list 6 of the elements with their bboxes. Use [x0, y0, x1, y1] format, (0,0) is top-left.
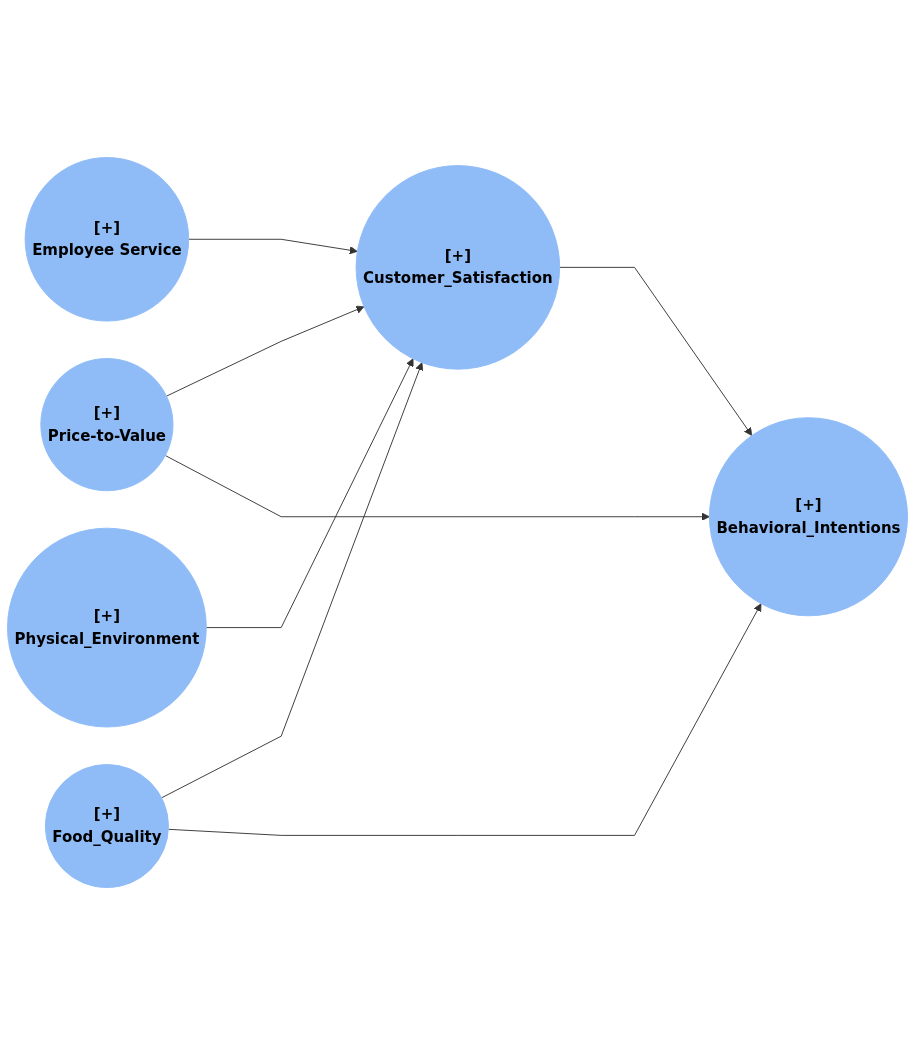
- node-circle: [+] Physical_Environment: [7, 527, 207, 728]
- node-circle: [+] Customer_Satisfaction: [355, 165, 561, 370]
- node-circle: [+] Employee Service: [24, 156, 190, 322]
- node-circle: [+] Price-to-Value: [40, 358, 174, 492]
- node-circle: [+] Food_Quality: [44, 763, 169, 889]
- node-circle: [+] Behavioral_Intentions: [708, 417, 908, 617]
